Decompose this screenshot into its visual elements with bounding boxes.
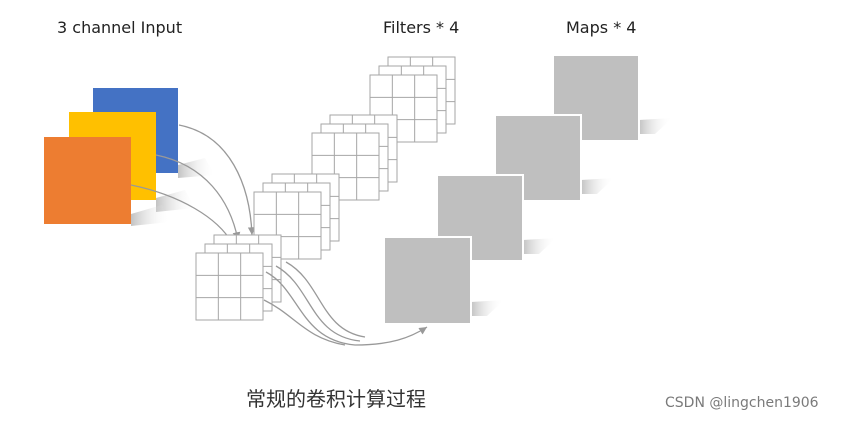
feature-maps (383, 54, 672, 325)
channel-shadow (131, 205, 170, 226)
filter-stack (253, 173, 340, 260)
maps-title: Maps * 4 (566, 18, 637, 37)
map-shadow (581, 178, 614, 194)
arrow (155, 154, 241, 241)
filters-title: Filters * 4 (383, 18, 460, 37)
input-title: 3 channel Input (57, 18, 183, 37)
map-shadow (639, 118, 672, 134)
arrow (265, 271, 428, 346)
channel-shadow (178, 158, 215, 178)
input-channels (44, 88, 215, 226)
feature-map (383, 236, 472, 325)
map-shadow (523, 238, 556, 254)
map-shadow (471, 300, 504, 316)
watermark: CSDN @lingchen1906 (665, 395, 819, 411)
channel-orange (44, 137, 131, 224)
arrow (178, 124, 256, 236)
arrow (275, 265, 361, 342)
arrow (263, 299, 346, 346)
filter-stack (195, 234, 282, 321)
filter-slice (195, 252, 264, 321)
filter-stack (369, 56, 456, 143)
arrow (285, 261, 366, 338)
filters-group (195, 56, 456, 321)
output-arrows (263, 261, 428, 346)
diagram-caption: 常规的卷积计算过程 (246, 387, 426, 411)
